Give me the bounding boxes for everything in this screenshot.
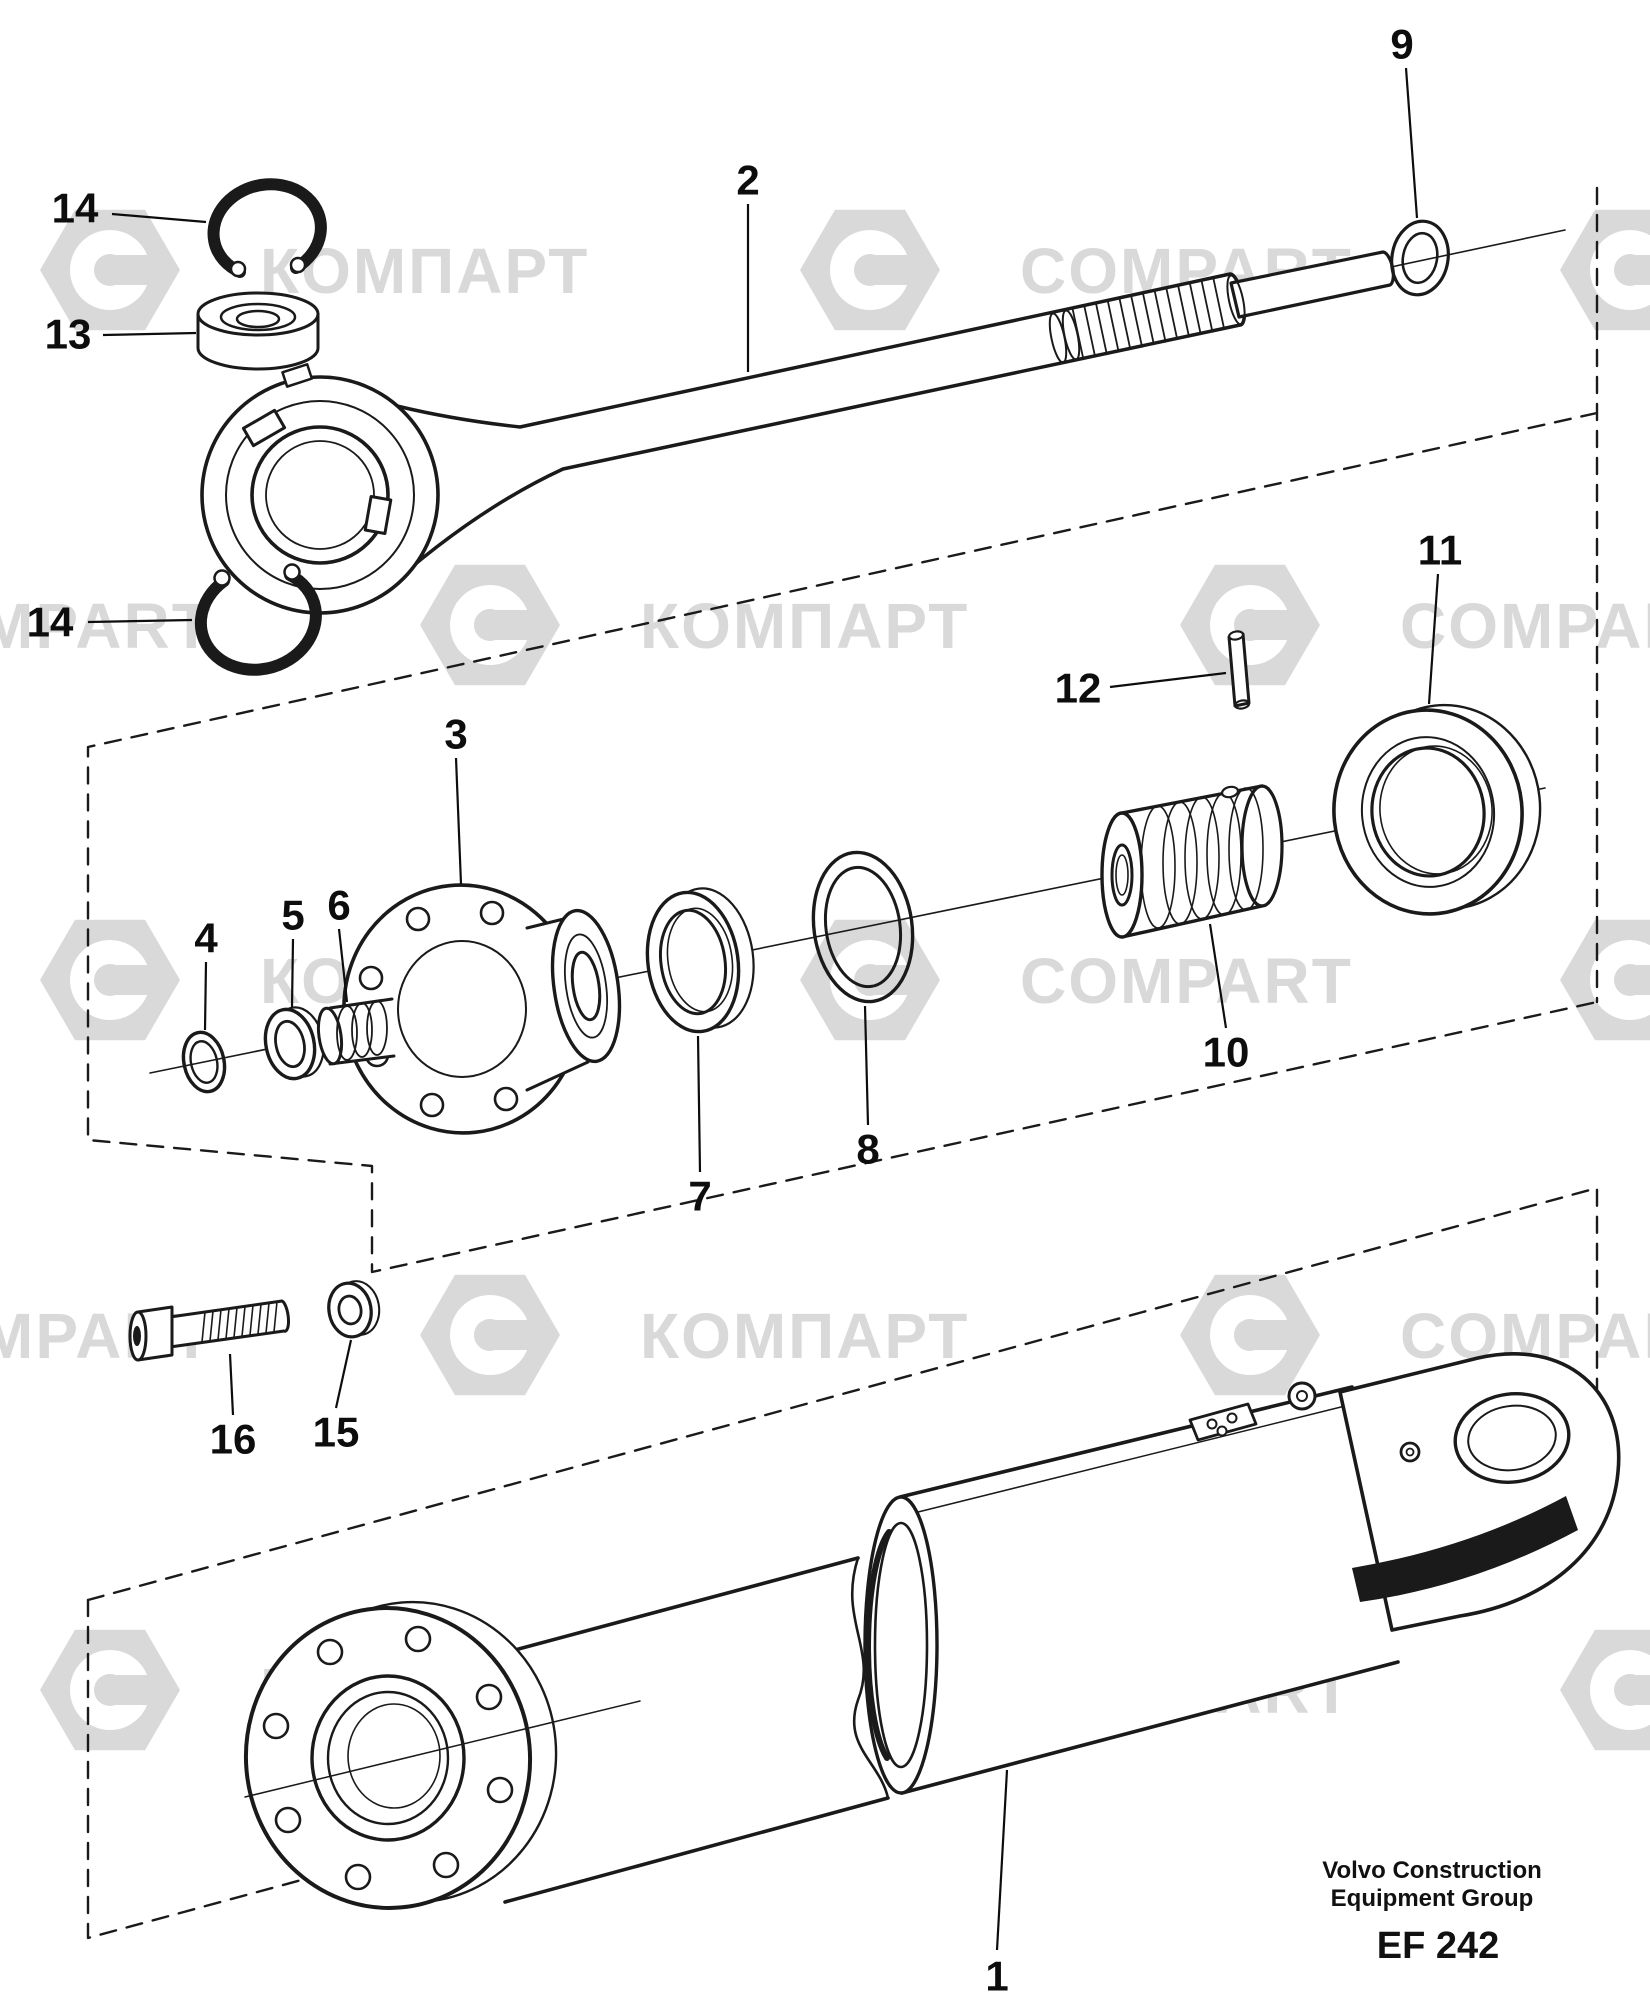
callout-leader-line bbox=[290, 938, 295, 1008]
washer-drawing bbox=[327, 1280, 381, 1339]
piston-seal-drawing bbox=[1332, 703, 1542, 916]
callout-leader-line bbox=[111, 212, 207, 224]
o-ring-9-drawing bbox=[1390, 219, 1450, 297]
callout-number: 13 bbox=[45, 311, 92, 358]
callout-leader-line bbox=[1208, 923, 1228, 1029]
callout-1: 1 bbox=[985, 1769, 1009, 1997]
callout-9: 9 bbox=[1390, 21, 1419, 219]
watermark-logo bbox=[800, 919, 940, 1041]
o-ring-8-drawing bbox=[811, 850, 915, 1004]
watermark-text: COMPART bbox=[1400, 590, 1650, 662]
callout-leader-line bbox=[87, 618, 193, 624]
callout-14: 14 bbox=[52, 185, 207, 232]
callout-number: 1 bbox=[985, 1953, 1008, 1997]
seal-ring-4-drawing bbox=[181, 1030, 227, 1094]
watermark-logo bbox=[420, 1274, 560, 1396]
figure-code: EF 242 bbox=[1377, 1925, 1500, 1967]
callout-leader-line bbox=[1109, 671, 1227, 689]
callout-number: 4 bbox=[194, 915, 218, 962]
callout-leader-line bbox=[1404, 67, 1419, 219]
callout-8: 8 bbox=[856, 1005, 880, 1173]
callout-number: 14 bbox=[52, 185, 99, 232]
callout-13: 13 bbox=[45, 311, 197, 358]
callout-16: 16 bbox=[210, 1353, 257, 1463]
retaining-ring-bottom-drawing bbox=[194, 563, 322, 676]
callout-leader-line bbox=[454, 757, 463, 885]
callout-10: 10 bbox=[1203, 923, 1250, 1076]
watermark-logo bbox=[1560, 209, 1650, 331]
cylinder-barrel-drawing bbox=[243, 1352, 1621, 1910]
callout-leader-line bbox=[1427, 573, 1440, 705]
seal-ring-5-drawing bbox=[263, 1006, 325, 1081]
watermark-logo bbox=[40, 1629, 180, 1751]
callout-number: 5 bbox=[281, 892, 304, 939]
callout-number: 11 bbox=[1418, 527, 1462, 574]
callout-5: 5 bbox=[281, 892, 305, 1008]
watermark-logo bbox=[1560, 919, 1650, 1041]
watermark-text: КОМПАРТ bbox=[640, 1300, 969, 1372]
piston-rod-drawing bbox=[373, 250, 1395, 601]
callout-number: 10 bbox=[1203, 1029, 1250, 1076]
callout-number: 14 bbox=[27, 599, 74, 646]
watermark-text: COMPART bbox=[1020, 945, 1353, 1017]
watermark-text: КОМПАРТ bbox=[260, 235, 589, 307]
callout-leader-line bbox=[995, 1769, 1009, 1951]
callout-11: 11 bbox=[1418, 527, 1462, 705]
watermark-logo bbox=[1560, 1629, 1650, 1751]
watermark-text: КОМПАРТ bbox=[640, 590, 969, 662]
callout-number: 12 bbox=[1055, 665, 1102, 712]
credit-line-2: Equipment Group bbox=[1331, 1885, 1534, 1912]
callout-leader-line bbox=[696, 1035, 702, 1173]
seal-7-drawing bbox=[645, 887, 755, 1034]
callout-number: 6 bbox=[327, 882, 350, 929]
callout-number: 8 bbox=[856, 1126, 879, 1173]
footer: Volvo Construction Equipment Group EF 24… bbox=[1322, 1857, 1542, 1967]
callout-number: 16 bbox=[210, 1416, 257, 1463]
credit-line-1: Volvo Construction bbox=[1322, 1857, 1542, 1884]
rod-eye-drawing bbox=[200, 363, 440, 615]
bearing-drawing bbox=[196, 291, 320, 371]
piston-drawing bbox=[1100, 784, 1284, 939]
watermark-logo bbox=[1180, 564, 1320, 686]
callout-leader-line bbox=[337, 928, 349, 1003]
watermark-logo bbox=[40, 919, 180, 1041]
watermark-logo bbox=[800, 209, 940, 331]
callout-number: 2 bbox=[736, 157, 759, 204]
callout-number: 15 bbox=[313, 1409, 360, 1456]
callout-14: 14 bbox=[27, 599, 193, 646]
callout-leader-line bbox=[102, 331, 197, 337]
callout-number: 7 bbox=[688, 1173, 711, 1220]
callout-12: 12 bbox=[1055, 665, 1227, 712]
watermark-text: COMPART bbox=[0, 590, 213, 662]
callout-number: 3 bbox=[444, 711, 467, 758]
callout-2: 2 bbox=[736, 157, 760, 372]
watermark-logo bbox=[420, 564, 560, 686]
pin-drawing bbox=[1227, 630, 1251, 710]
watermark-logo bbox=[40, 209, 180, 331]
callout-number: 9 bbox=[1390, 21, 1413, 68]
gland-drawing bbox=[316, 883, 622, 1135]
callout-leader-line bbox=[228, 1353, 235, 1416]
callout-15: 15 bbox=[313, 1339, 360, 1456]
callout-7: 7 bbox=[688, 1035, 712, 1220]
callout-leader-line bbox=[334, 1339, 353, 1409]
watermark-logo bbox=[1180, 1274, 1320, 1396]
callout-6: 6 bbox=[327, 882, 351, 1003]
callout-leader-line bbox=[203, 961, 208, 1031]
callout-leader-line bbox=[863, 1005, 870, 1126]
retaining-ring-top-drawing bbox=[207, 178, 327, 278]
callout-3: 3 bbox=[444, 711, 468, 885]
bolt-drawing bbox=[128, 1299, 290, 1362]
callout-4: 4 bbox=[194, 915, 218, 1031]
